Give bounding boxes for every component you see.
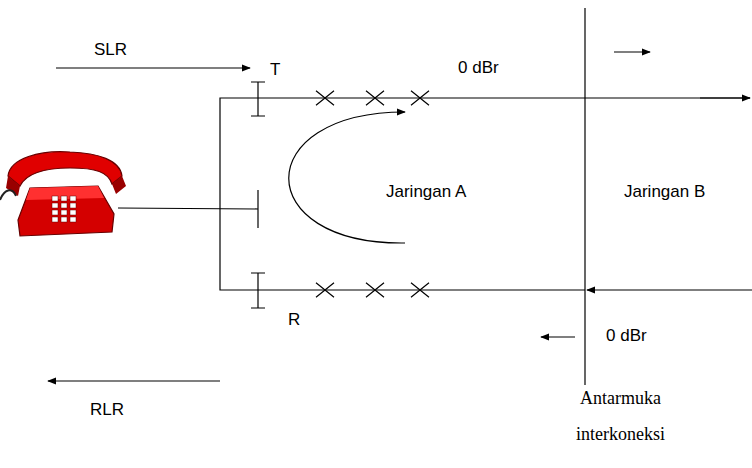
key (61, 217, 67, 222)
send-arrow (700, 97, 750, 98)
key (52, 203, 58, 208)
echo-path (289, 112, 405, 243)
loss-label: SLR (94, 40, 127, 60)
loss-cross (366, 283, 384, 297)
rlr-arrow (48, 380, 220, 381)
interface-label: Antarmuka interkoneksi (558, 380, 683, 452)
key (70, 203, 76, 208)
key (52, 196, 58, 201)
r-point (251, 273, 265, 308)
loss-cross (316, 91, 334, 105)
key (61, 210, 67, 215)
interface-line (584, 8, 585, 385)
key (61, 196, 67, 201)
key (61, 203, 67, 208)
direction-arrow (541, 336, 575, 337)
phone-cord (118, 208, 258, 209)
key (52, 217, 58, 222)
direction-arrow (614, 51, 650, 52)
loss-cross (366, 91, 384, 105)
telephone-icon (0, 152, 126, 236)
four-wire-line (220, 98, 750, 290)
t-point (251, 82, 265, 116)
receive-arrow (587, 289, 752, 290)
level-label: 0 dBr (458, 58, 499, 78)
loss-cross (411, 91, 429, 105)
key (70, 217, 76, 222)
loss-cross (411, 283, 429, 297)
network-label: Jaringan B (624, 182, 705, 202)
level-label: 0 dBr (606, 326, 647, 346)
key (70, 210, 76, 215)
slr-arrow (56, 67, 250, 68)
loss-cross (316, 283, 334, 297)
network-label: Jaringan A (386, 182, 466, 202)
key (70, 196, 76, 201)
point-label: R (288, 310, 300, 330)
key (52, 210, 58, 215)
loss-label: RLR (90, 400, 124, 420)
point-label: T (270, 60, 280, 80)
